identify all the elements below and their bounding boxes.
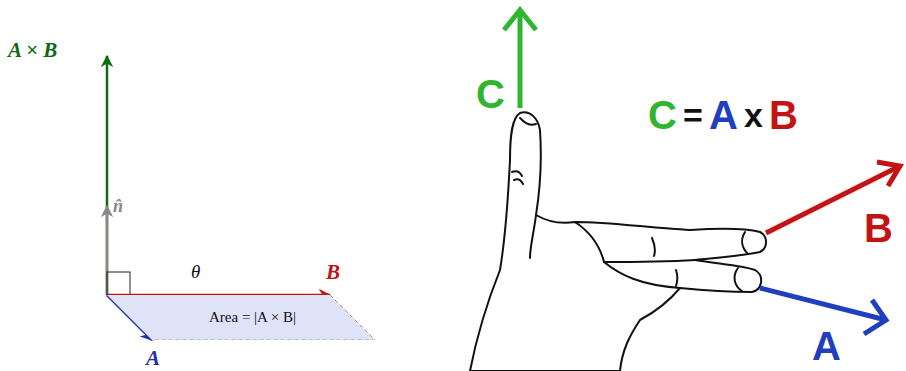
vector-label: B [326, 262, 340, 283]
equation-part: = [683, 98, 703, 132]
cross-product-label: A × B [8, 40, 57, 61]
arrow-head [877, 162, 900, 186]
area-parallelogram: Area = |A × B| [107, 295, 375, 340]
vector-label: A [146, 348, 160, 369]
equation-part: C [648, 95, 677, 135]
equation-part: A [709, 95, 738, 135]
vector-c [518, 12, 523, 108]
angle-label: θ [191, 262, 200, 281]
vector-a [760, 288, 886, 320]
right-angle [107, 272, 130, 295]
vector-label: C [476, 74, 505, 114]
unit-normal-label: n̂ [113, 197, 123, 215]
arrow-head [504, 10, 536, 30]
equation-part: B [769, 95, 798, 135]
arrow-head [864, 300, 886, 334]
area-label: Area = |A × B| [209, 309, 296, 326]
cross-vector [106, 56, 109, 295]
vector-label: B [864, 208, 893, 248]
equation-part: x [744, 98, 763, 132]
vector-label: A [812, 326, 841, 366]
hand-drawing [470, 112, 766, 371]
